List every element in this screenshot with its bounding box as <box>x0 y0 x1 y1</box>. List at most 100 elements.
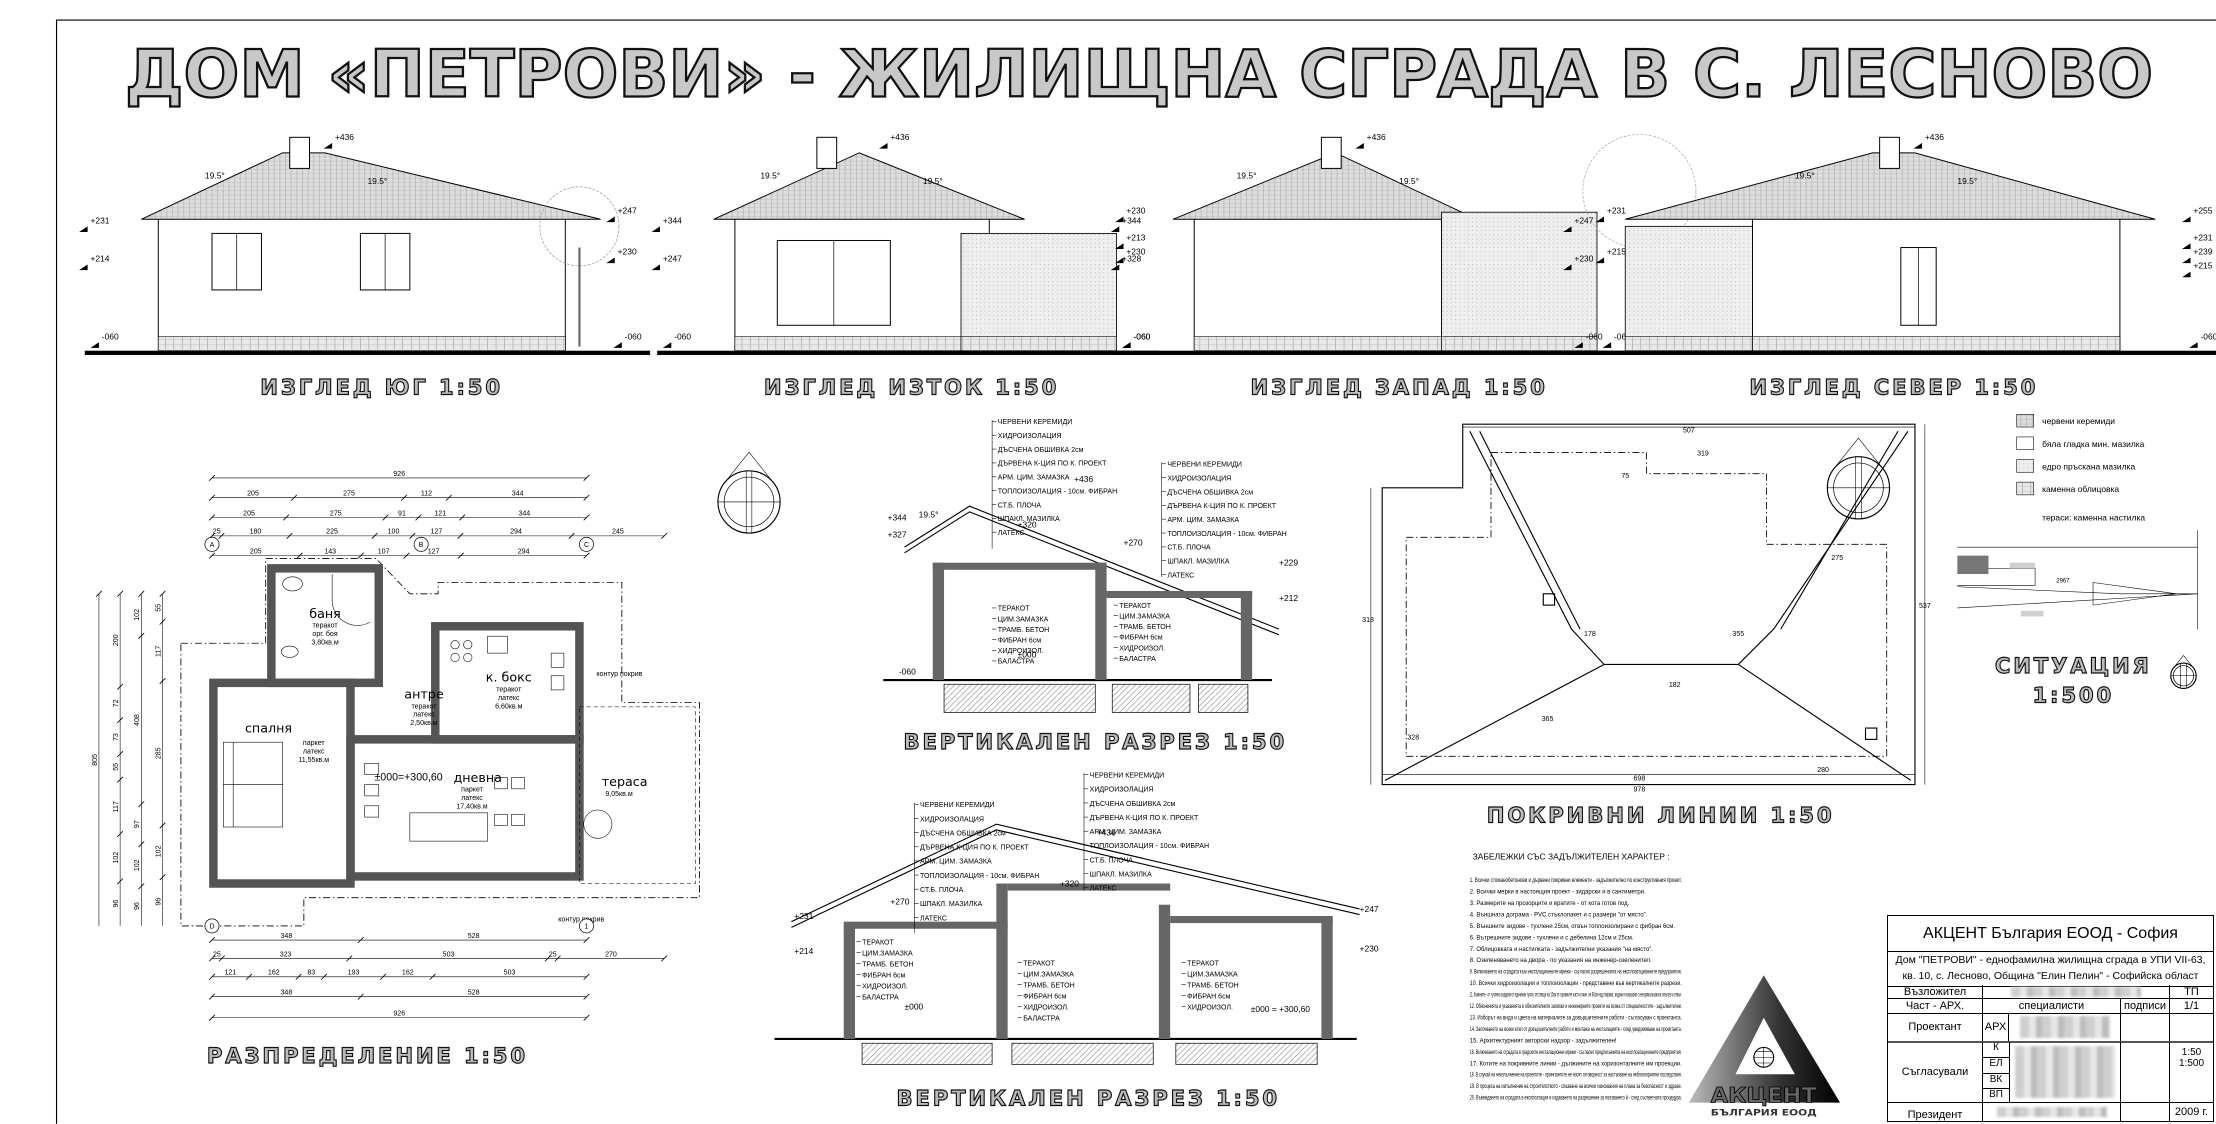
project-line-1: Дом "ПЕТРОВИ" - еднофамилна жилищна сгра… <box>1895 954 2206 966</box>
designer-part: АРХ <box>1983 1013 2009 1041</box>
layer-label: ШПАКЛ. МАЗИЛКА <box>998 516 1060 523</box>
room-floor: теракот <box>313 623 339 630</box>
dimension-value: 100 <box>388 529 400 536</box>
level-marker-icon <box>651 226 660 233</box>
layer-label: ЛАТЕКС <box>1167 572 1194 579</box>
room-name: тераса <box>602 774 648 789</box>
dimension-value: 294 <box>510 529 522 536</box>
dimension-tick <box>429 973 436 980</box>
dimension-tick <box>208 552 216 559</box>
dimension-tick <box>208 494 216 501</box>
dimension-value: 323 <box>280 951 292 958</box>
dimension-tick <box>357 552 364 559</box>
roof-dimension: 275 <box>1831 555 1843 562</box>
section-wall <box>1095 562 1107 681</box>
level-mark: ±000 <box>1018 649 1037 659</box>
layer-label: ЦИМ.ЗАМАЗКА <box>1119 614 1170 621</box>
tree-crown <box>1582 134 1697 248</box>
layer-label: ТЕРАКОТ <box>998 606 1030 613</box>
dimension-tick <box>583 1014 590 1021</box>
chimney <box>816 136 838 169</box>
stove-icon <box>450 640 473 662</box>
stone-plinth <box>1752 336 2121 351</box>
note-item: 6. Вътрешните зидове - тухлени и с дебел… <box>1470 935 1634 941</box>
legend-item: червени керемиди <box>2042 416 2115 426</box>
president-label: Президент <box>1888 1102 1983 1121</box>
layer-label: ДЪСЧЕНА ОБШИВКА 2см <box>1090 801 1176 808</box>
dimension-tick <box>138 590 145 597</box>
situation-dim: 2967 <box>2056 578 2069 584</box>
dimension-value: 97 <box>134 820 141 828</box>
level-mark: +436 <box>1925 132 1944 142</box>
dimension-tick <box>208 955 216 962</box>
axis-bubble <box>204 918 220 934</box>
layer-label: ТОПЛОИЗОЛАЦИЯ - 10см. ФИБРАН <box>1090 843 1209 850</box>
layer-label: ТРАМБ. БЕТОН <box>998 627 1050 634</box>
dimension-tick <box>208 1014 216 1021</box>
dimension-value: 926 <box>393 1011 405 1018</box>
redacted-designer <box>2019 1016 2110 1038</box>
foundation <box>943 683 1096 713</box>
notes: ЗАБЕЛЕЖКИ СЪС ЗАДЪЛЖИТЕЛЕН ХАРАКТЕР : 1.… <box>1470 851 1682 1101</box>
level-marker-icon <box>1355 142 1364 149</box>
redacted-approvers <box>2014 1046 2115 1098</box>
section-slab <box>1007 883 1171 891</box>
note-item: 15. Архитектурният авторски надзор - зад… <box>1470 1038 1617 1044</box>
sheet-frame <box>55 19 2216 1124</box>
roof-dimension: 319 <box>1697 450 1709 457</box>
layer-label: ШПАКЛ. МАЗИЛКА <box>1090 871 1152 878</box>
dimension-value: 503 <box>443 951 455 958</box>
axis-label: C <box>584 542 589 549</box>
dimension-tick <box>583 973 590 980</box>
dimension-value: 275 <box>330 510 342 517</box>
dimension-value: 200 <box>113 634 120 646</box>
roof-eave-outline <box>1381 423 1916 786</box>
layer-label: АРМ. ЦИМ. ЗАМАЗКА <box>1090 829 1162 836</box>
room-name: баня <box>309 606 341 621</box>
layer-label: ЦИМ.ЗАМАЗКА <box>1023 972 1074 979</box>
dimension-tick <box>138 632 145 640</box>
level-mark: +247 <box>1360 904 1379 914</box>
level-marker-icon <box>1602 342 1612 348</box>
axis-bubble <box>579 536 594 552</box>
level-mark: +255 <box>2193 206 2212 216</box>
dimension-value: 102 <box>134 609 141 621</box>
dimension-value: 102 <box>113 852 120 864</box>
elevation-3: 19.5°19.5°+436+247+230+255+239+231+215-0… <box>1563 132 2216 355</box>
sink-icon <box>487 635 508 654</box>
layer-label: ХИДРОИЗОЛАЦИЯ <box>1090 787 1154 794</box>
dimension-value: 117 <box>113 801 120 812</box>
section-slab <box>1170 916 1333 924</box>
specialists-header: специалисти <box>1983 998 2121 1013</box>
legend-item: едро пръскана мазилка <box>2042 461 2135 471</box>
layer-label: ТРАМБ. БЕТОН <box>1187 983 1239 990</box>
roof-dimension: 365 <box>1542 716 1554 723</box>
level-mark: +215 <box>2193 261 2212 271</box>
level-mark: +213 <box>1126 232 1145 242</box>
dimension-value: 348 <box>280 989 292 996</box>
legend-item: каменна облицовка <box>2042 484 2119 494</box>
level-marker-icon <box>1122 342 1131 348</box>
dimension-value: 205 <box>250 549 262 556</box>
dimension-value: 245 <box>612 529 624 536</box>
level-mark: +230 <box>1126 247 1145 257</box>
room-area: 9,05кв.м <box>605 791 632 798</box>
section-slab <box>1106 590 1253 599</box>
level-mark: +247 <box>1574 216 1593 226</box>
redacted-president <box>1996 1106 2107 1117</box>
roof-dimension: 507 <box>1683 428 1695 435</box>
slope-label: 19.5° <box>923 176 943 186</box>
dimension-tick <box>208 993 216 1000</box>
level-mark: +215 <box>1607 247 1626 257</box>
level-marker-icon <box>879 142 888 149</box>
dimension-tick <box>117 878 124 885</box>
note-item: 20. Въвеждането на сградата в експлоатац… <box>1470 1095 1682 1102</box>
layer-label: ТОПЛОИЗОЛАЦИЯ - 10см. ФИБРАН <box>998 488 1117 495</box>
dimension-tick <box>218 532 225 539</box>
note-item: 11. Комините - от тухлена зидария от еди… <box>1470 993 1682 999</box>
dimension-tick <box>282 514 290 521</box>
dimension-value: 143 <box>324 549 336 556</box>
toilet-icon <box>280 645 299 658</box>
layer-label: ЦИМ.ЗАМАЗКА <box>862 950 913 957</box>
